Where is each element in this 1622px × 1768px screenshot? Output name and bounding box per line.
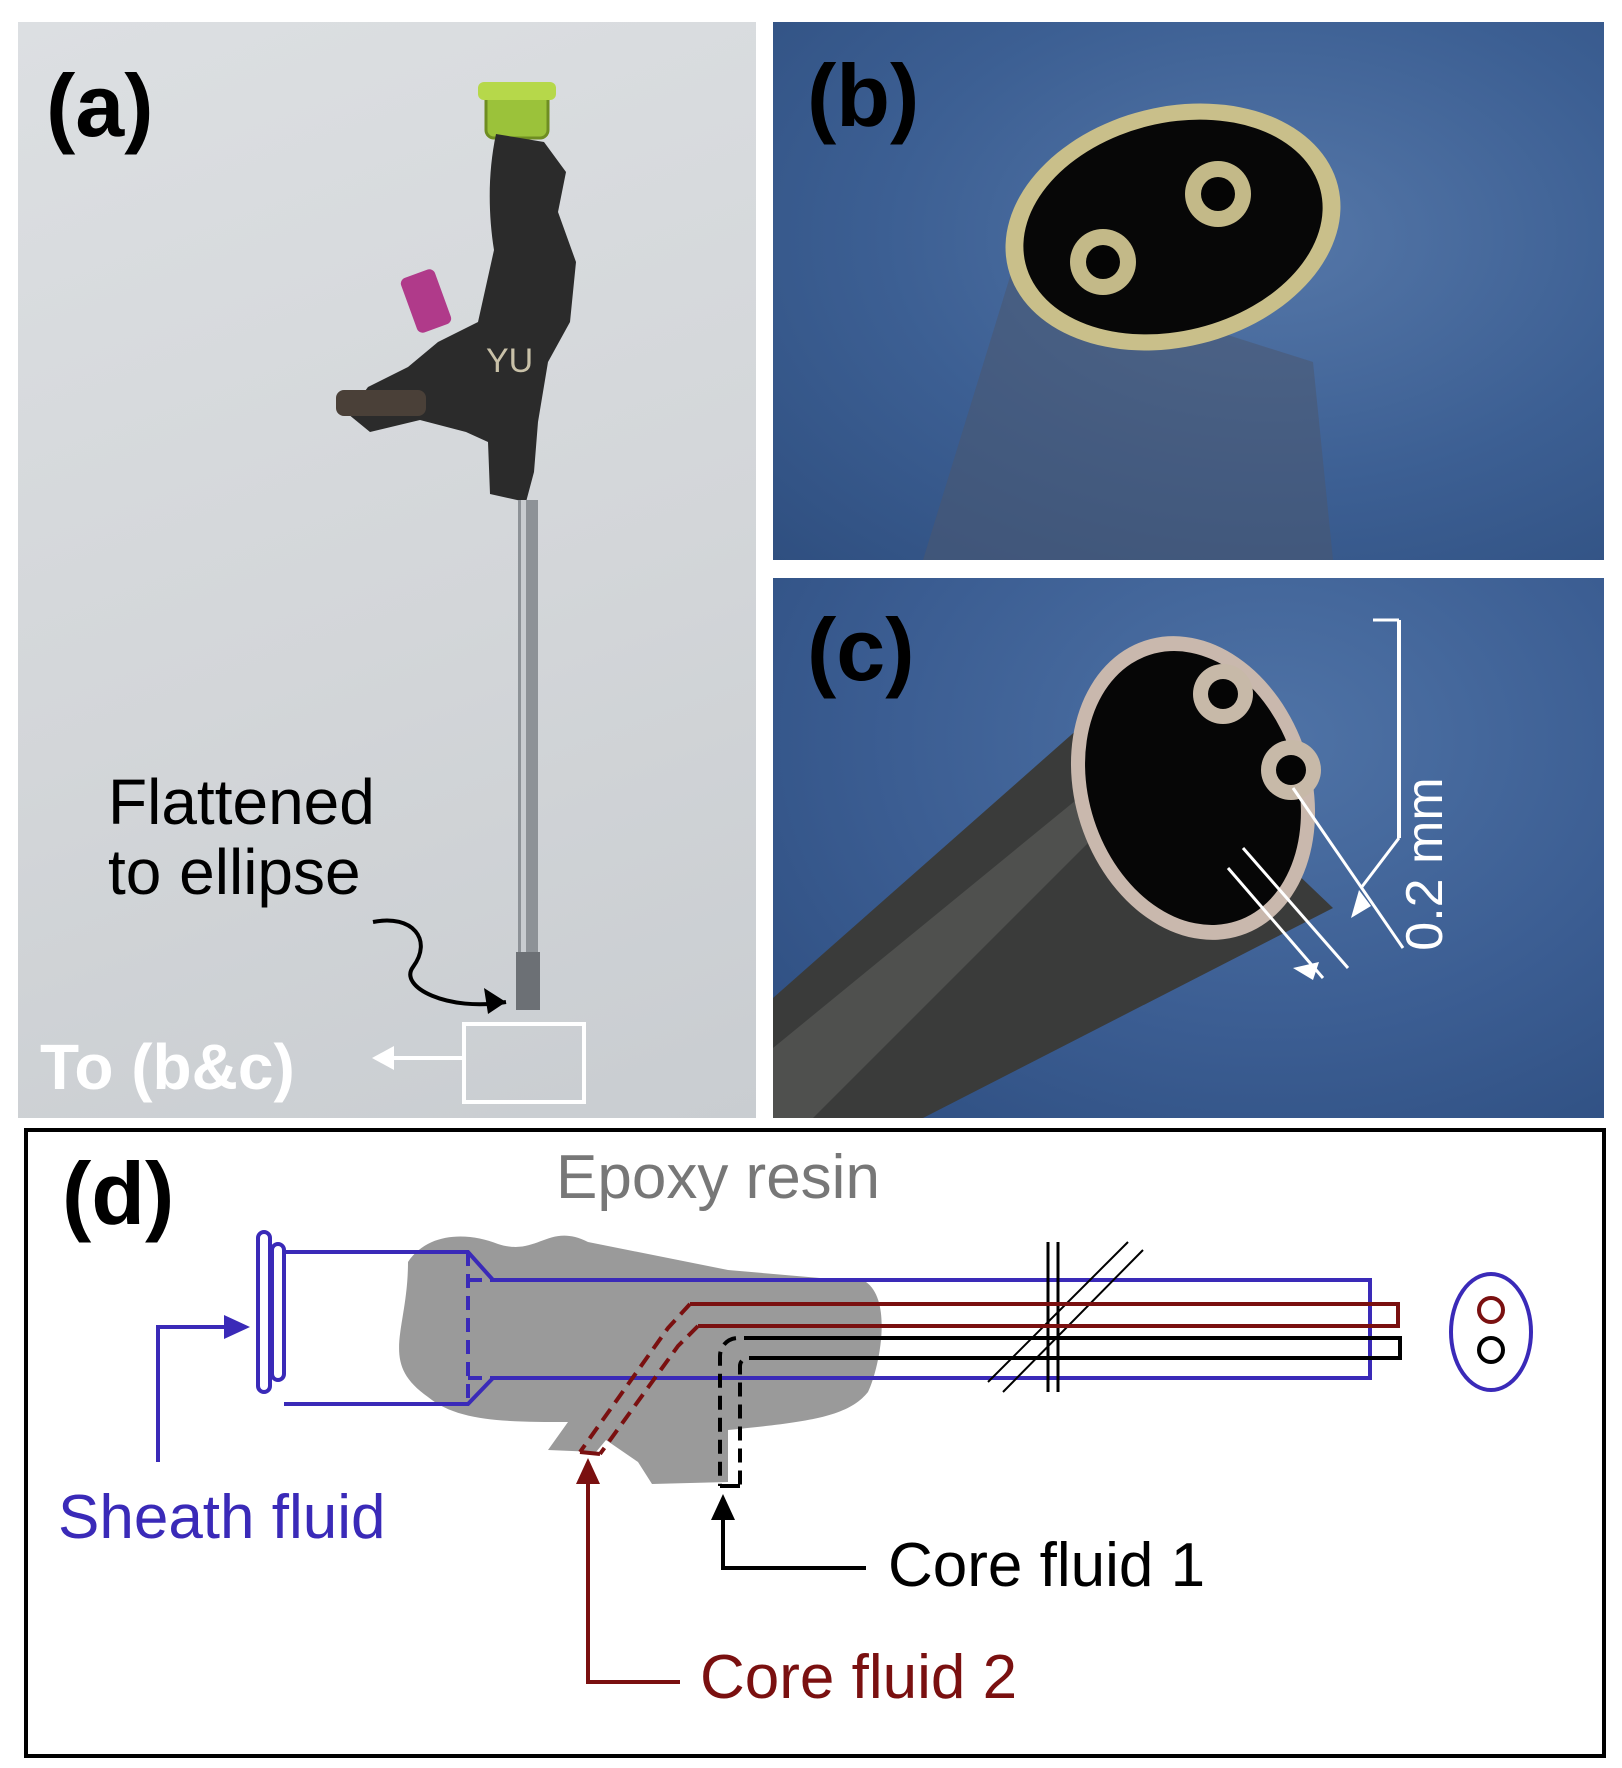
ellipse-tip-illustration: [923, 103, 1341, 560]
panel-c-label: (c): [807, 600, 915, 699]
to-bc-annotation: To (b&c): [40, 1031, 295, 1103]
core-fluid-2-label: Core fluid 2: [700, 1643, 1018, 1712]
scale-bar-label: 0.2 mm: [1396, 777, 1454, 951]
flatten-annotation: Flattened to ellipse: [108, 766, 375, 909]
needle-assembly-illustration: YU: [336, 82, 586, 1104]
panel-b-photo: (b): [773, 22, 1604, 560]
core-fluid-1-label: Core fluid 1: [888, 1531, 1206, 1600]
coaxial-nozzle-diagram: [156, 1230, 1533, 1684]
panel-a-photo: YU (a) Flattened to ellipse To (b&c): [18, 22, 756, 1118]
tip-side-view-illustration: [773, 618, 1405, 1118]
panel-d-schematic: (d) Epoxy resin Sheath fluid Core fluid …: [24, 1128, 1606, 1758]
panel-d-label: (d): [62, 1144, 175, 1243]
panel-c-photo: (c) 0.2 mm: [773, 578, 1604, 1118]
sheath-fluid-label: Sheath fluid: [58, 1483, 386, 1552]
tube-marking: YU: [486, 342, 533, 380]
epoxy-resin-label: Epoxy resin: [556, 1143, 880, 1212]
panel-b-label: (b): [807, 46, 920, 145]
panel-a-label: (a): [46, 56, 154, 155]
